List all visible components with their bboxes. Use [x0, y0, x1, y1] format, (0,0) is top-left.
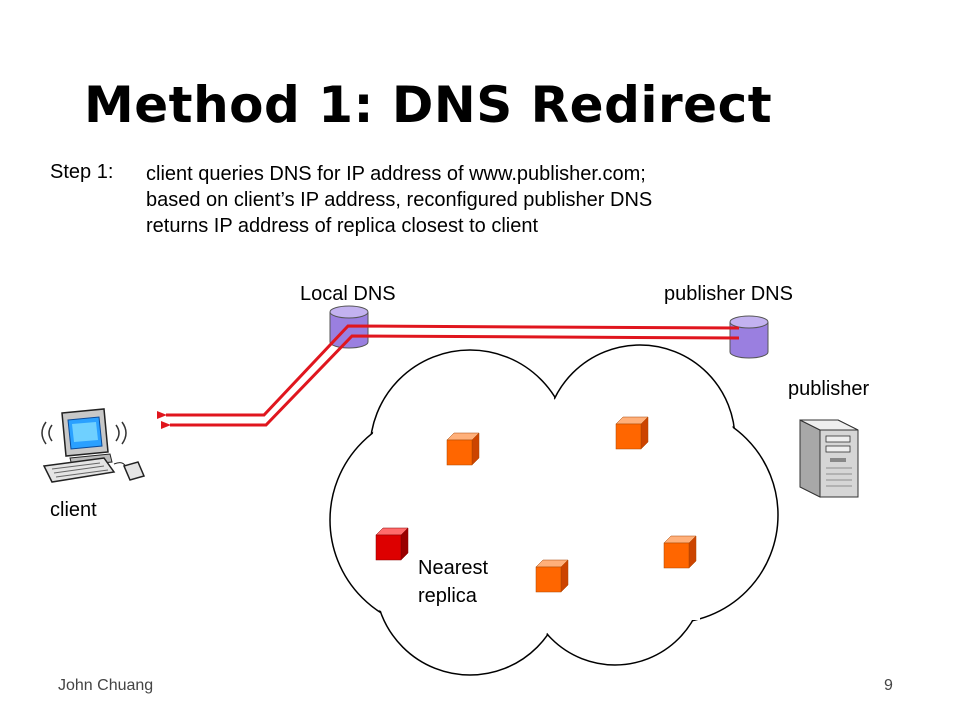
slide-title: Method 1: DNS Redirect	[84, 76, 773, 134]
client-computer-icon	[41, 408, 146, 483]
publisher-dns-label: publisher DNS	[664, 283, 793, 305]
publisher-dns-server-icon	[729, 315, 769, 359]
step-line-2: based on client’s IP address, reconfigur…	[146, 189, 653, 211]
step-description: client queries DNS for IP address of www…	[146, 161, 652, 239]
step-label: Step 1:	[50, 161, 114, 183]
nearest-replica-label-line-2: replica	[418, 585, 477, 607]
publisher-server-icon	[799, 419, 859, 498]
dns-query-arrows	[157, 324, 740, 429]
replica-server	[446, 432, 480, 466]
nearest-replica-label-line-1: Nearest	[418, 557, 489, 579]
step-line-1: client queries DNS for IP address of www…	[146, 163, 646, 185]
footer-page-number: 9	[884, 677, 893, 694]
replica-server	[663, 535, 697, 569]
replica-server	[615, 416, 649, 450]
publisher-label: publisher	[788, 378, 870, 400]
local-dns-label: Local DNS	[300, 283, 396, 305]
step-line-3: returns IP address of replica closest to…	[146, 215, 539, 237]
nearest-replica-server	[375, 527, 409, 561]
nearest-replica-label: Nearest replica	[418, 554, 488, 610]
client-label: client	[50, 499, 97, 521]
network-cloud	[329, 344, 779, 676]
replica-server	[535, 559, 569, 593]
footer-author: John Chuang	[58, 677, 154, 694]
